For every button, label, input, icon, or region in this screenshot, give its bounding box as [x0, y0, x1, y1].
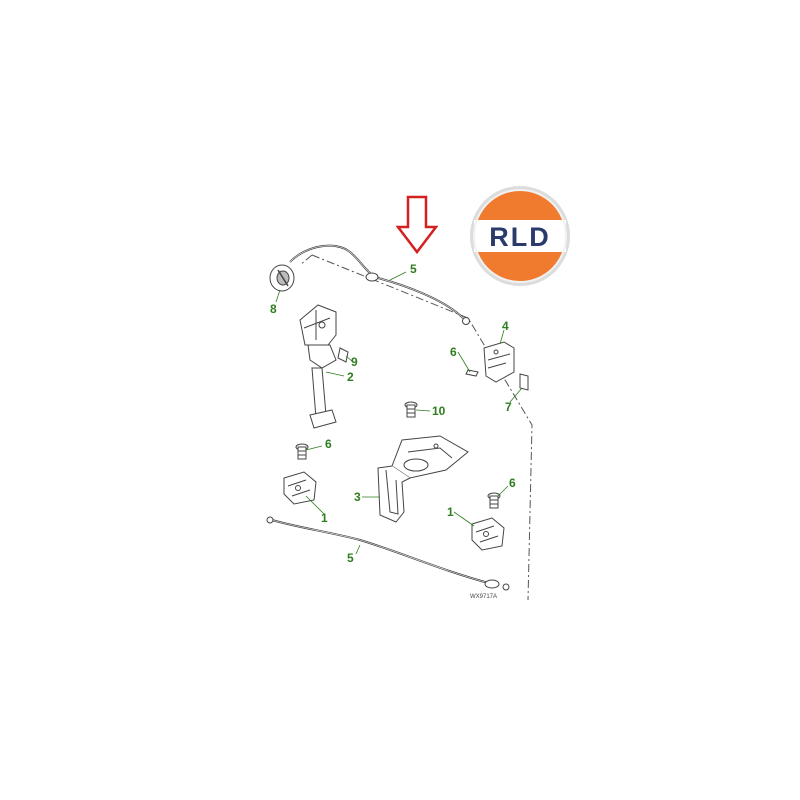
part-support-bracket: [377, 435, 469, 523]
callout-10: 10: [432, 404, 446, 418]
highlight-arrow-icon: [395, 195, 439, 255]
callout-5-lower: 5: [347, 551, 354, 565]
part-clip-7: [519, 373, 529, 391]
callout-5-upper: 5: [410, 262, 417, 276]
part-latch-lever: [299, 304, 337, 429]
part-clip: [337, 347, 349, 363]
leader-lines: [275, 271, 523, 555]
rld-logo: RLD: [470, 186, 570, 286]
callout-9: 9: [351, 355, 358, 369]
part-bolt-6-upper: [465, 369, 479, 377]
part-release-handle: [269, 264, 295, 292]
part-upper-cable: [289, 244, 470, 325]
part-striker-bracket: [483, 341, 515, 383]
callouts: 5 8 9 2 4 6 7 10 6 3 6 1 1 5: [270, 262, 516, 565]
callout-1-right: 1: [447, 505, 454, 519]
callout-7: 7: [505, 400, 512, 414]
callout-2: 2: [347, 370, 354, 384]
logo-text: RLD: [489, 222, 551, 252]
callout-6-upper: 6: [450, 345, 457, 359]
part-bolt-6-right: [487, 492, 501, 509]
bonnet-outline: [299, 254, 533, 601]
part-hinge-right: [471, 517, 505, 551]
callout-3: 3: [354, 490, 361, 504]
part-bolt-6-left: [295, 443, 309, 460]
callout-6-left: 6: [325, 437, 332, 451]
part-bolt-10: [404, 401, 418, 418]
drawing-reference: WX9717A: [470, 594, 497, 600]
callout-1-left: 1: [321, 511, 328, 525]
part-hinge-left: [283, 471, 317, 505]
callout-8: 8: [270, 302, 277, 316]
callout-4: 4: [502, 319, 509, 333]
part-lower-cable: [266, 516, 510, 591]
callout-6-right: 6: [509, 476, 516, 490]
